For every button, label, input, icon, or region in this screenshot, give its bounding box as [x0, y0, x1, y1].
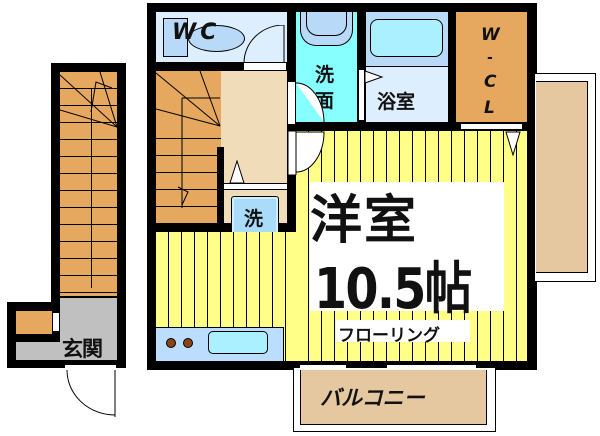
balcony-label: バルコニー	[320, 386, 425, 410]
wc-label: WC	[172, 20, 221, 45]
stove-burner-1[interactable]	[166, 338, 176, 348]
walk-in-closet	[456, 12, 527, 122]
entrance-side-floor	[16, 342, 60, 360]
laundry-arrow-icon	[229, 160, 245, 184]
wc-door-swing-icon[interactable]	[243, 25, 287, 70]
room-title-box	[310, 182, 504, 311]
kitchen-sink[interactable]	[208, 331, 268, 354]
washroom-door-swing-icon[interactable]	[296, 82, 326, 124]
hall-partition	[217, 147, 224, 223]
washing-machine-label: 洗	[244, 208, 264, 230]
entrance-door-swing-icon[interactable]	[66, 370, 118, 420]
shoe-cabinet-door	[52, 313, 60, 331]
wcl-label-4: L	[484, 98, 495, 118]
room-size-label: 10.5帖	[314, 257, 472, 322]
bath-label: 浴室	[377, 91, 416, 113]
flooring-label: フローリング	[338, 326, 440, 346]
stairs-left-center-line	[91, 88, 92, 288]
laundry-opening	[224, 183, 287, 190]
washing-machine-pan[interactable]	[231, 196, 279, 236]
bath-door-opening	[358, 70, 365, 120]
entrance-door-opening	[65, 364, 116, 370]
stairs-left	[60, 72, 117, 298]
wcl-label-3: C	[484, 72, 497, 92]
toilet-tank	[163, 18, 188, 57]
bathtub[interactable]	[370, 19, 443, 57]
closet-arrow-icon	[505, 131, 521, 156]
stove-burner-2[interactable]	[183, 338, 193, 348]
wash-basin-inner	[306, 12, 347, 36]
entrance-label: 玄関	[62, 337, 103, 361]
stairs-inner-winder-lines	[156, 71, 221, 208]
flooring-label-box	[336, 320, 470, 342]
shoe-cabinet	[16, 311, 52, 334]
room-name-label: 洋室	[310, 191, 419, 251]
washroom-label-1: 洗	[315, 64, 335, 86]
stairs-left-winder-lines	[60, 72, 117, 128]
entrance-floor	[60, 298, 117, 360]
main-room-door-swing-icon[interactable]	[288, 131, 328, 175]
toilet-bowl	[188, 25, 245, 52]
balcony-bottom	[300, 370, 487, 425]
washroom-door-opening	[287, 82, 296, 124]
wcl-label-1: W	[481, 25, 500, 45]
closet-door-opening	[460, 123, 523, 130]
wcl-label-2: -	[487, 50, 493, 66]
balcony-right	[536, 81, 588, 273]
bath-door-arrow-icon	[364, 70, 384, 84]
